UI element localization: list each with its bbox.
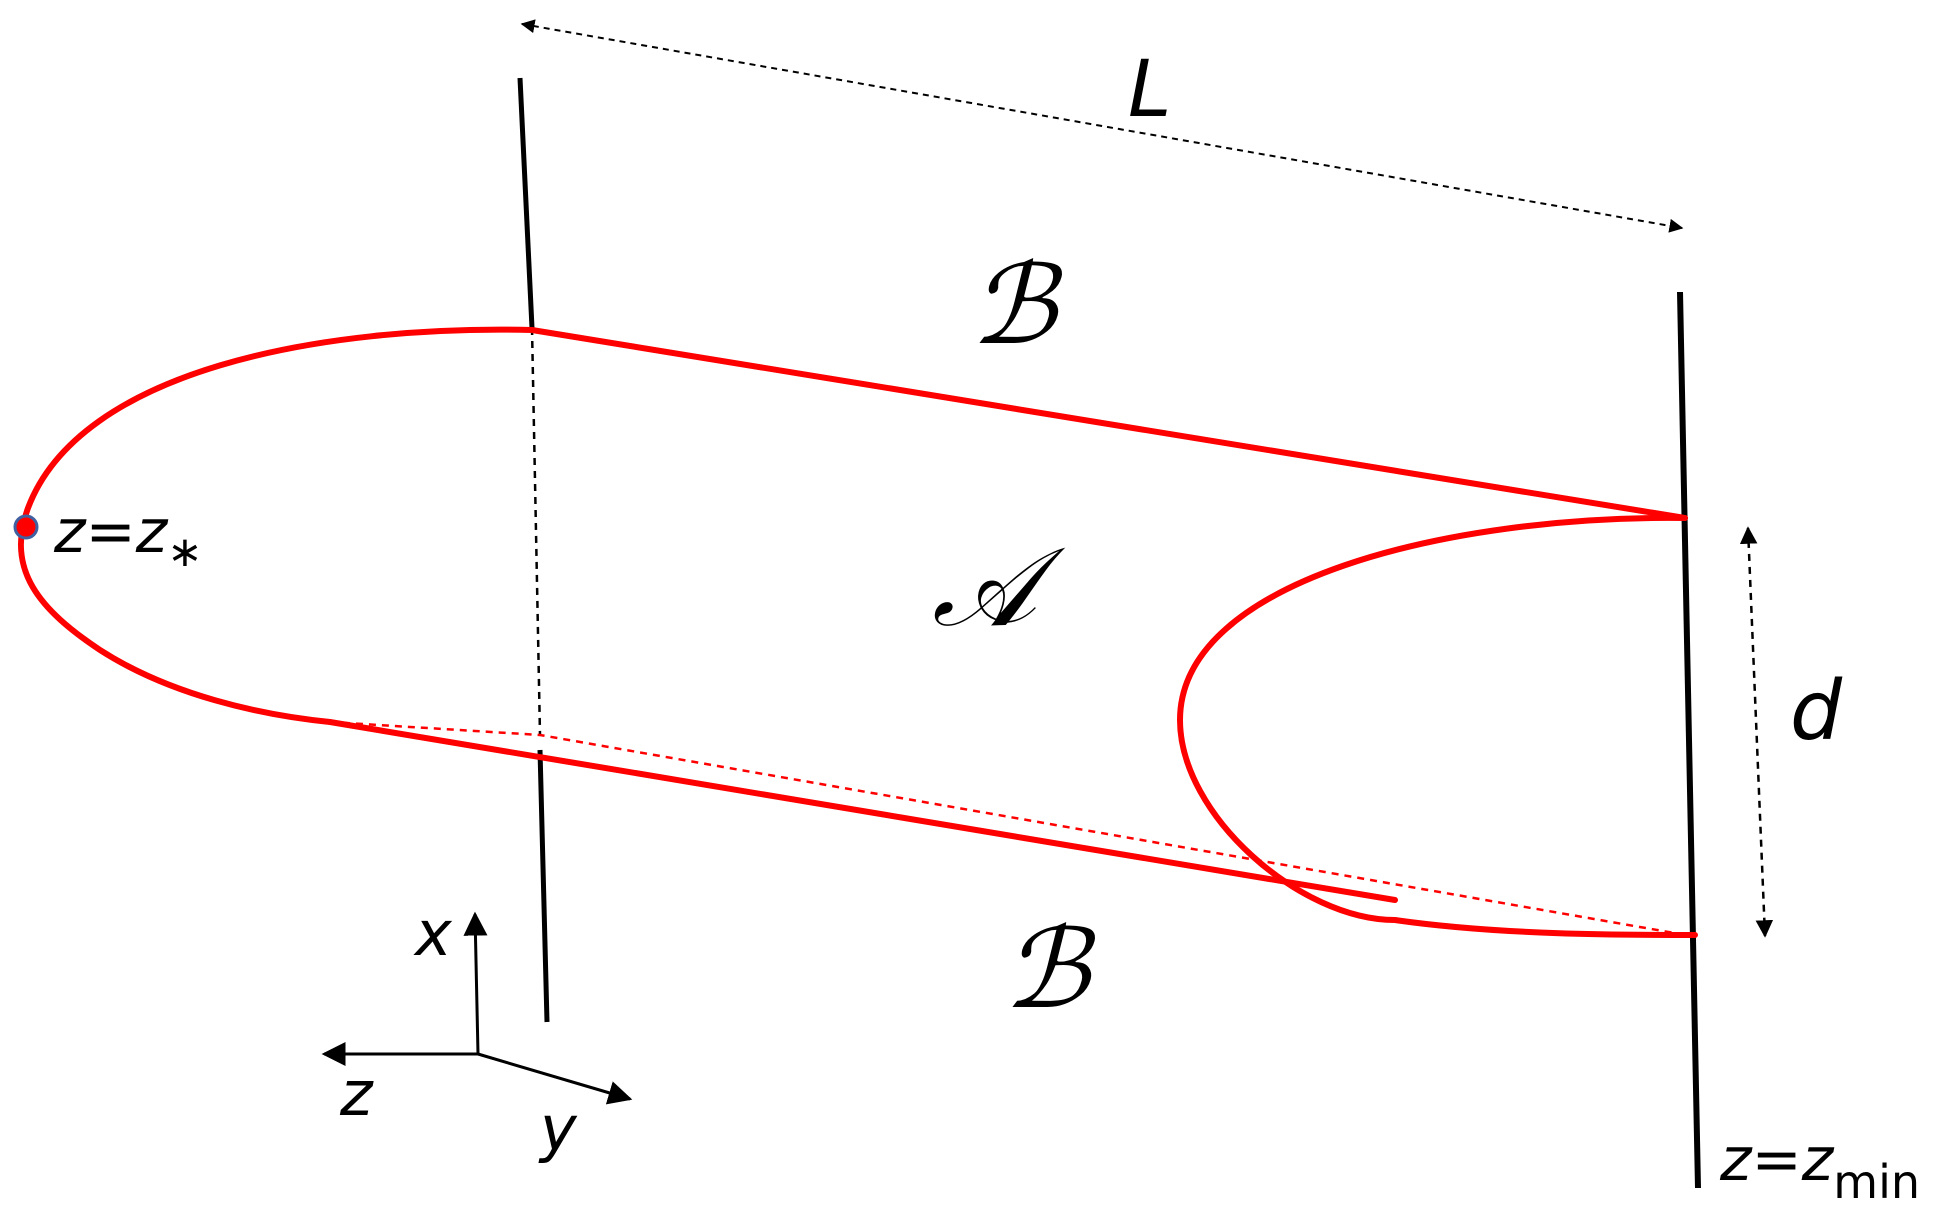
axis-x-label: x (413, 897, 453, 970)
left-brane-lower (537, 749, 550, 1023)
upper-sheet-line (529, 327, 1688, 521)
inner-cap-curve (1176, 514, 1698, 938)
region-outer-top-label: ℬ (970, 241, 1063, 369)
axis-z-label: z (339, 1057, 374, 1130)
lower-sheet-line (327, 719, 1398, 903)
separation-dimension-arrow (1739, 526, 1774, 938)
length-label: L (1128, 45, 1171, 135)
axis-y-label: y (538, 1092, 578, 1165)
hidden-surface-line (329, 720, 1681, 936)
left-brane-upper (517, 77, 535, 329)
axis-y-arrow (477, 1052, 633, 1105)
extremal-surface (17, 326, 1698, 938)
length-dimension-arrow (520, 19, 1684, 233)
separation-label: d (1790, 664, 1843, 759)
tip-marker (13, 514, 39, 540)
axis-x-arrow (463, 911, 488, 1055)
region-outer-bottom-label: ℬ (1003, 905, 1096, 1033)
left-brane-hidden (530, 327, 542, 736)
coordinate-axes (321, 911, 633, 1105)
boundary-coordinate-label: z=zmin (1719, 1125, 1920, 1209)
right-brane (1677, 291, 1701, 1189)
outer-cap-curve (17, 326, 535, 725)
region-inner-label: 𝒜 (932, 523, 1066, 651)
tip-coordinate-label: z=z∗ (53, 497, 202, 576)
